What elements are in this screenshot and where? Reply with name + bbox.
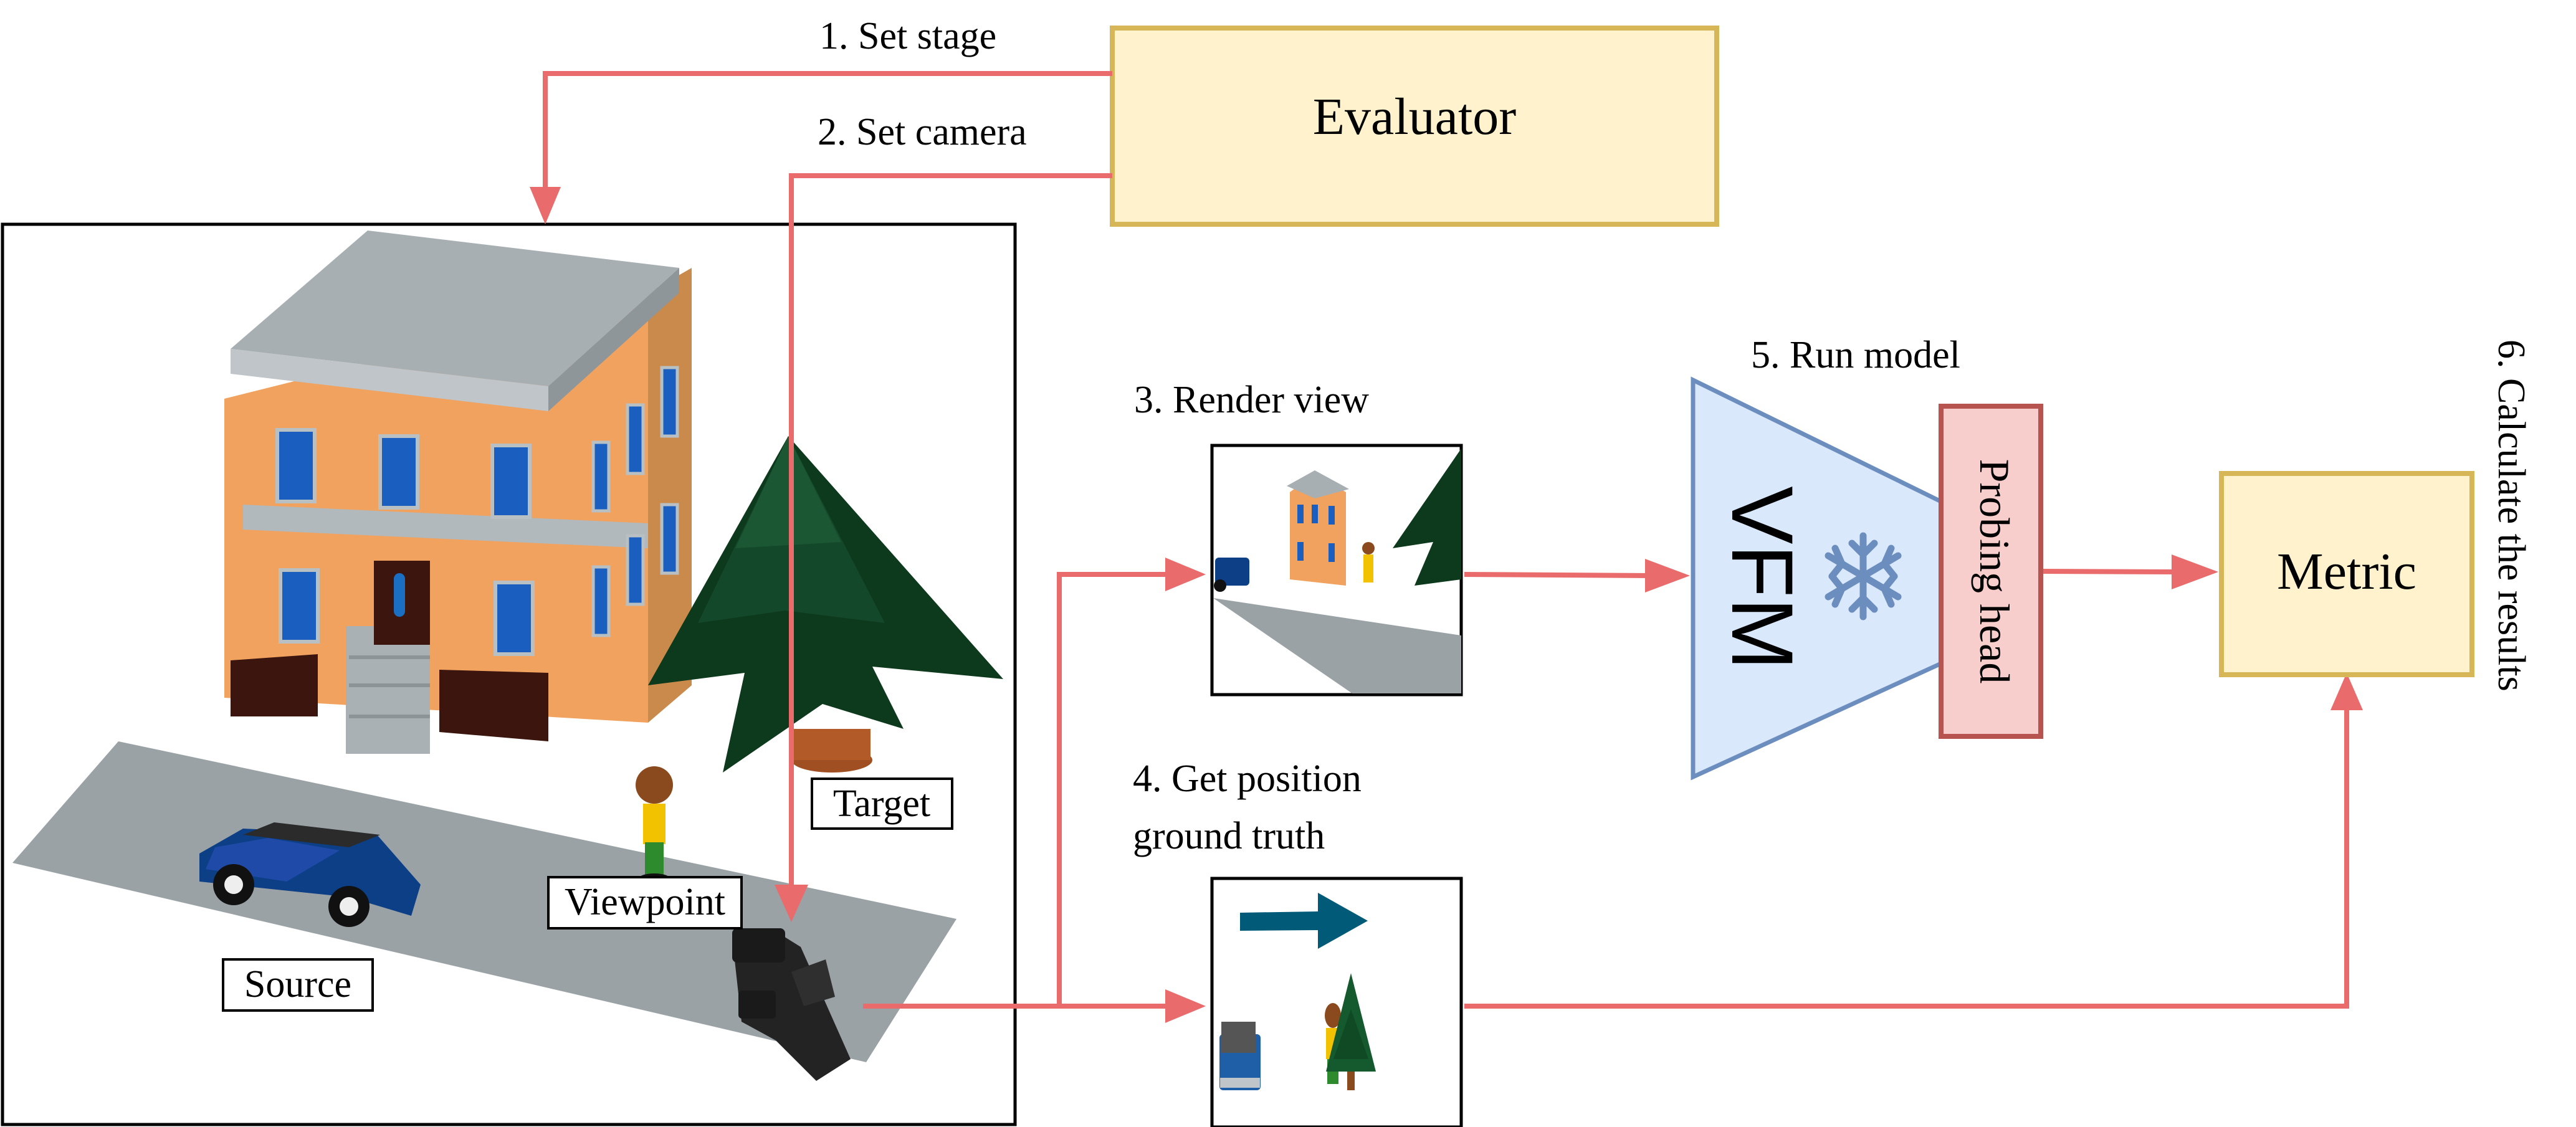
step-run-model: 5. Run model [1751,334,1960,376]
arrow-render-to-vfm-head [1645,559,1690,592]
flow-arrows [530,71,2363,1023]
evaluator-label: Evaluator [1313,88,1517,146]
vfm-label: VFM [1714,486,1811,670]
render-view-image [1210,444,1463,697]
probing-head-label: Probing head [1971,459,2018,684]
arrow-render-to-vfm [1464,572,1652,578]
building-icon [224,231,692,754]
target-label: Target [811,777,953,830]
step-ground-truth-line2: ground truth [1133,815,1325,857]
step-set-camera: 2. Set camera [818,111,1027,153]
target-label-text: Target [833,782,930,825]
road [12,741,956,1062]
evaluator-box[interactable]: Evaluator [1110,26,1719,227]
ground-truth-image [1210,877,1463,1127]
car-icon [199,822,421,927]
step-render-view: 3. Render view [1134,379,1369,421]
arrow-set-stage [543,71,1112,199]
arrow-probe-to-metric-head [2172,554,2218,589]
arrow-to-render-head [1165,558,1206,591]
arrow-set-camera [789,173,1112,897]
metric-box[interactable]: Metric [2219,471,2474,677]
viewpoint-label: Viewpoint [547,876,743,930]
viewpoint-label-text: Viewpoint [565,881,725,923]
arrow-set-stage-head [530,187,561,224]
step-set-stage: 1. Set stage [819,15,996,57]
arrow-gt-to-metric-head [2330,673,2363,710]
arrow-to-render [1057,572,1171,1006]
probing-head[interactable]: Probing head [1939,404,2043,739]
vfm-model[interactable]: VFM [1691,376,1944,781]
arrow-set-camera-head [775,885,808,922]
source-label: Source [222,958,374,1012]
right-arrow-icon [1240,893,1368,949]
step-ground-truth-line1: 4. Get position [1133,758,1362,800]
arrow-gt-to-metric [1464,704,2349,1009]
arrow-probe-to-metric [2040,569,2175,574]
source-label-text: Source [244,963,351,1006]
step-calculate-results: 6. Calculate the results [2490,340,2532,692]
person-icon [636,766,673,883]
scene-panel: Source Viewpoint Target [1,222,1017,1126]
arrow-to-gt-head [1165,989,1206,1023]
metric-label: Metric [2277,543,2416,601]
snowflake-icon [1825,532,1902,621]
camera-icon [732,928,851,1081]
